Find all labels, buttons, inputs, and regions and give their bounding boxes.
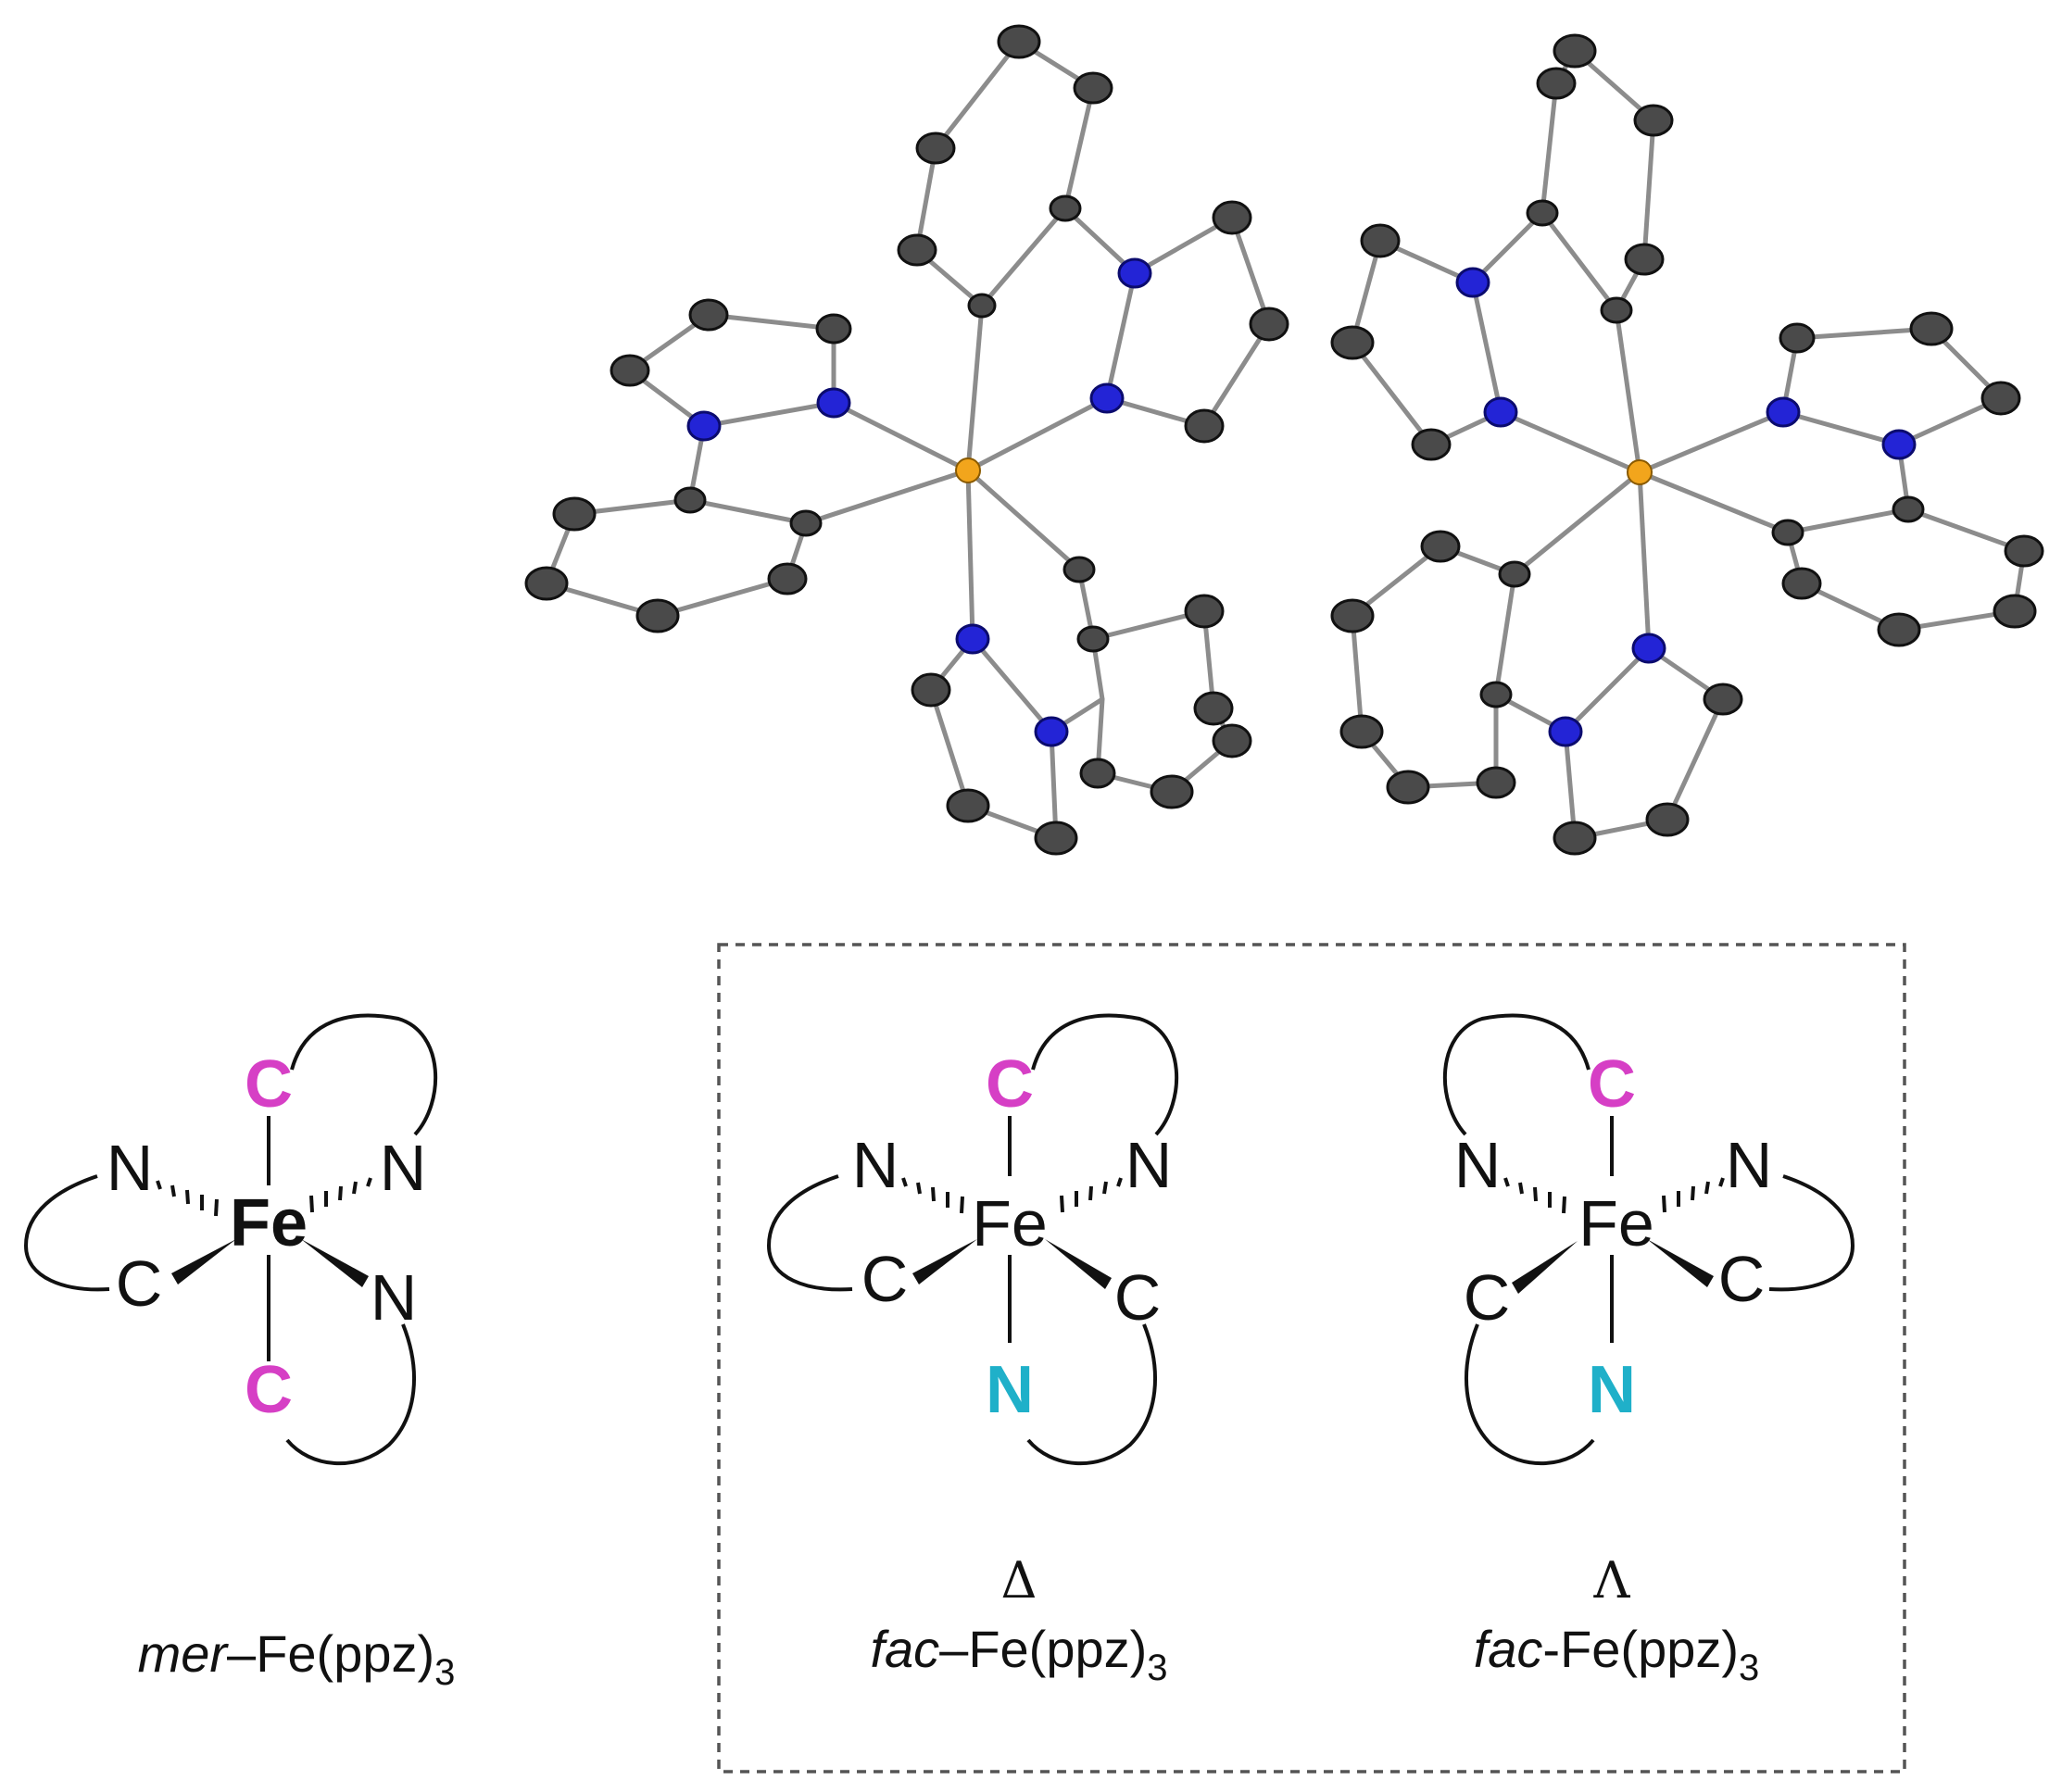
fac-isomers-dashed-box bbox=[717, 943, 1906, 1773]
delta-caption-formula: Fe(ppz) bbox=[968, 1620, 1147, 1678]
crystal-left-carbon-atoms bbox=[524, 24, 1289, 856]
crystal-left-bonds bbox=[805, 305, 1109, 640]
mer-caption-formula: Fe(ppz) bbox=[256, 1624, 434, 1683]
delta-wedge-bond-right bbox=[1045, 1239, 1112, 1289]
delta-caption-subscript: 3 bbox=[1147, 1648, 1167, 1688]
crystal-right-rings bbox=[1350, 48, 2027, 841]
lambda-chelate-arc-top bbox=[1442, 1013, 1591, 1136]
delta-atom-c-top: C bbox=[986, 1047, 1034, 1122]
mer-atom-c-left: C bbox=[116, 1247, 163, 1320]
mer-chelate-arc-left bbox=[23, 1174, 110, 1292]
delta-caption: fac–Fe(ppz)3 bbox=[870, 1620, 1167, 1688]
delta-hashed-bond-right bbox=[1060, 1177, 1123, 1213]
delta-chelate-arc-left bbox=[766, 1174, 853, 1292]
delta-chelate-arc-bottom bbox=[1026, 1323, 1157, 1465]
mer-atom-c-bottom: C bbox=[245, 1353, 293, 1427]
fac-lambda-structure: C Fe N N C C N Λ fac-Fe(ppz)3 bbox=[1442, 1013, 1855, 1688]
lambda-chelate-arc-bottom bbox=[1465, 1323, 1595, 1465]
mer-structure: C Fe N N C N C mer–Fe(ppz)3 bbox=[23, 1013, 456, 1693]
delta-atom-c-left: C bbox=[861, 1243, 909, 1315]
lambda-atom-c-top: C bbox=[1588, 1047, 1636, 1122]
crystal-right-iron-atom bbox=[1627, 459, 1653, 485]
lambda-atom-n-right: N bbox=[1726, 1129, 1773, 1201]
lambda-atom-c-right: C bbox=[1718, 1243, 1766, 1315]
lambda-atom-n-left: N bbox=[1454, 1129, 1502, 1201]
mer-atom-n-left: N bbox=[107, 1132, 154, 1204]
crystal-right-carbon-atoms bbox=[1330, 33, 2044, 856]
lambda-atom-fe: Fe bbox=[1578, 1187, 1654, 1259]
crystal-structure-left bbox=[524, 24, 1289, 856]
lambda-caption-subscript: 3 bbox=[1739, 1648, 1759, 1688]
delta-atom-c-right: C bbox=[1114, 1261, 1162, 1334]
mer-atom-n-lower-right: N bbox=[371, 1261, 418, 1334]
mer-chelate-arc-top bbox=[290, 1013, 438, 1136]
lambda-atom-c-left: C bbox=[1464, 1261, 1511, 1334]
crystal-left-iron-atom bbox=[955, 457, 981, 483]
lambda-wedge-bond-left bbox=[1512, 1241, 1578, 1294]
delta-atom-n-bottom: N bbox=[986, 1353, 1034, 1427]
mer-caption-dash: – bbox=[227, 1624, 257, 1683]
mer-caption: mer–Fe(ppz)3 bbox=[138, 1624, 456, 1693]
delta-atom-fe: Fe bbox=[972, 1187, 1048, 1259]
delta-caption-prefix: fac bbox=[870, 1620, 939, 1678]
crystal-right-bonds bbox=[1500, 309, 1789, 649]
delta-chelate-arc-top bbox=[1031, 1013, 1179, 1136]
mer-caption-prefix: mer bbox=[138, 1624, 230, 1683]
mer-atom-fe: Fe bbox=[230, 1186, 308, 1260]
mer-hashed-bond-right bbox=[309, 1177, 372, 1213]
lambda-hashed-bond-left bbox=[1503, 1177, 1566, 1214]
mer-wedge-bond-right bbox=[301, 1239, 369, 1287]
lambda-chelate-arc-right bbox=[1768, 1174, 1855, 1292]
lambda-caption-dash: - bbox=[1542, 1620, 1560, 1678]
lambda-caption-formula: Fe(ppz) bbox=[1560, 1620, 1739, 1678]
delta-atom-n-left: N bbox=[852, 1129, 899, 1201]
fac-delta-structure: C Fe N N C C N Δ fac–Fe(ppz)3 bbox=[766, 1013, 1179, 1688]
mer-wedge-bond-left bbox=[171, 1239, 236, 1284]
mer-caption-subscript: 3 bbox=[434, 1652, 455, 1693]
delta-atom-n-right: N bbox=[1125, 1129, 1173, 1201]
mer-atom-c-top: C bbox=[245, 1047, 293, 1122]
delta-hashed-bond-left bbox=[901, 1177, 964, 1214]
crystal-right-nitrogen-atoms bbox=[1455, 267, 1917, 747]
lambda-wedge-bond-right bbox=[1647, 1239, 1714, 1287]
delta-caption-dash: – bbox=[939, 1620, 969, 1678]
lambda-symbol: Λ bbox=[1593, 1551, 1631, 1610]
mer-atom-n-right: N bbox=[380, 1132, 427, 1204]
mer-hashed-bond-left bbox=[156, 1180, 219, 1217]
lambda-caption-prefix: fac bbox=[1474, 1620, 1543, 1678]
delta-symbol: Δ bbox=[1001, 1551, 1037, 1610]
lambda-caption: fac-Fe(ppz)3 bbox=[1474, 1620, 1760, 1688]
mer-chelate-arc-bottom bbox=[285, 1323, 416, 1465]
crystal-left-nitrogen-atoms bbox=[686, 257, 1152, 747]
crystal-structure-right bbox=[1330, 33, 2044, 856]
lambda-hashed-bond-right bbox=[1662, 1177, 1725, 1213]
delta-wedge-bond-left bbox=[912, 1239, 977, 1284]
lambda-atom-n-bottom: N bbox=[1588, 1353, 1636, 1427]
